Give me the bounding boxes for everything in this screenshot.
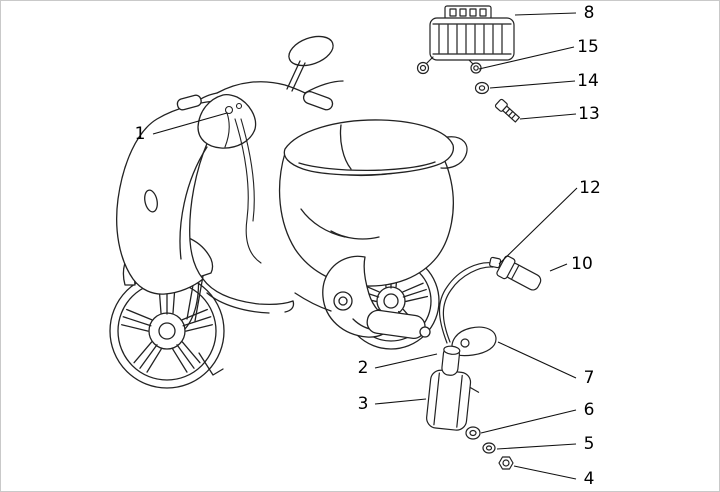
- leader-lines: [152, 12, 578, 480]
- exhaust: [366, 309, 431, 340]
- leader-line-4: [513, 465, 577, 480]
- bracket-part-7: [451, 326, 497, 357]
- callout-labels: 1 2 3 4 5 6 7 8 10 12 13 14 15: [135, 3, 601, 489]
- leader-line-5: [496, 443, 577, 450]
- callout-label-4: 4: [584, 469, 595, 489]
- leader-line-6: [480, 409, 577, 434]
- scooter-drawing: [109, 35, 468, 389]
- leader-line-2: [374, 353, 438, 369]
- grommet-part-2: [443, 345, 461, 355]
- washer-part-6: [465, 426, 481, 440]
- washer-part-5: [482, 442, 496, 454]
- leader-line-13: [519, 113, 577, 120]
- callout-label-10: 10: [571, 254, 593, 274]
- spark-plug-cap-part: [496, 255, 542, 291]
- front-body-panel: [116, 100, 220, 295]
- voltage-regulator-part: [416, 5, 515, 75]
- leader-line-12: [498, 187, 578, 265]
- leader-line-7: [497, 341, 577, 379]
- leader-line-15: [478, 46, 575, 70]
- floorboard: [202, 278, 332, 314]
- ignition-coil-part: [426, 345, 480, 431]
- callout-label-13: 13: [578, 104, 600, 124]
- callout-label-12: 12: [579, 178, 601, 198]
- wiring-harness: [224, 102, 262, 264]
- callout-label-7: 7: [584, 368, 595, 388]
- leader-line-10: [549, 263, 568, 272]
- exploded-parts: [416, 5, 542, 470]
- callout-label-8: 8: [584, 3, 595, 23]
- callout-label-6: 6: [584, 400, 595, 420]
- nut-part-4: [498, 456, 514, 470]
- leader-line-1: [152, 112, 228, 135]
- spacer-part-14: [474, 81, 490, 95]
- callout-label-5: 5: [584, 434, 595, 454]
- seat: [283, 119, 455, 176]
- callout-label-14: 14: [577, 71, 599, 91]
- callout-label-15: 15: [577, 37, 599, 57]
- leader-line-3: [374, 398, 427, 405]
- callout-label-1: 1: [135, 124, 146, 144]
- grab-rail: [440, 136, 468, 169]
- leader-line-8: [514, 12, 577, 16]
- handlebar: [176, 80, 344, 111]
- mirror: [286, 35, 334, 92]
- regulator-connector: [444, 5, 492, 20]
- callout-label-3: 3: [358, 394, 369, 414]
- callout-label-2: 2: [358, 358, 369, 378]
- screw-part-13: [494, 98, 520, 123]
- leader-line-14: [489, 80, 576, 89]
